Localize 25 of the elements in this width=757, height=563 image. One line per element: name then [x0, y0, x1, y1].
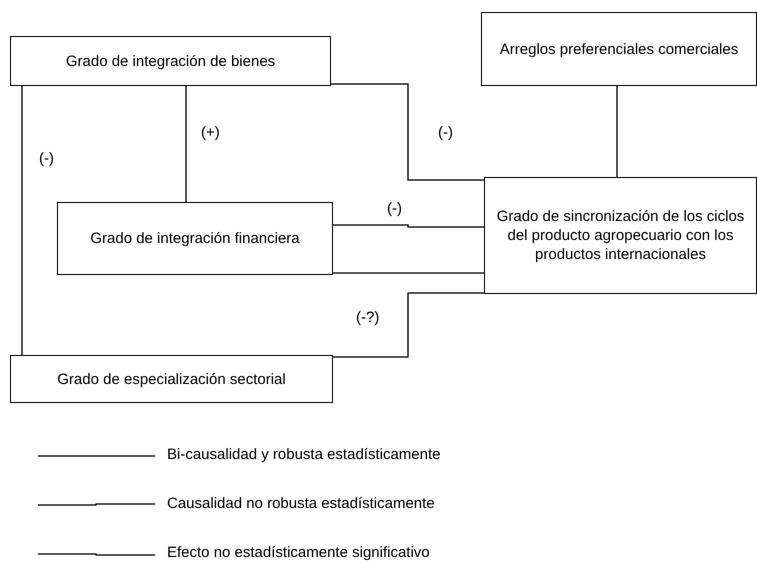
legend-label: Causalidad no robusta estadísticamente — [167, 495, 435, 513]
text-box — [57, 202, 333, 275]
connector-line — [331, 83, 484, 181]
node-label: Grado de integración financiera — [90, 229, 300, 248]
edge-label: (+) — [200, 124, 221, 141]
text-box — [10, 355, 333, 403]
connector-line — [185, 86, 187, 202]
connector-line — [333, 224, 484, 228]
node-label: Arreglos preferenciales comerciales — [500, 40, 738, 58]
connector-line — [333, 292, 484, 358]
text-box — [481, 12, 757, 86]
connector-line — [21, 86, 23, 355]
connector-line — [616, 86, 618, 177]
legend-label: Bi-causalidad y robusta estadísticamente — [167, 446, 440, 464]
legend-label: Efecto no estadísticamente significativo — [167, 544, 430, 562]
edge-label: (-) — [386, 200, 403, 217]
text-box — [10, 36, 331, 86]
connector-line — [333, 272, 484, 274]
node-label: Grado de integración de bienes — [66, 52, 276, 70]
edge-label: (-?) — [355, 309, 380, 326]
edge-label: (-) — [437, 124, 454, 141]
text-box — [484, 177, 757, 294]
node-label: Grado de sincronización de los ciclos del producto agropecuario con los productos internacionales — [496, 207, 746, 264]
edge-label: (-) — [38, 150, 55, 167]
node-label: Grado de especialización sectorial — [57, 370, 286, 388]
